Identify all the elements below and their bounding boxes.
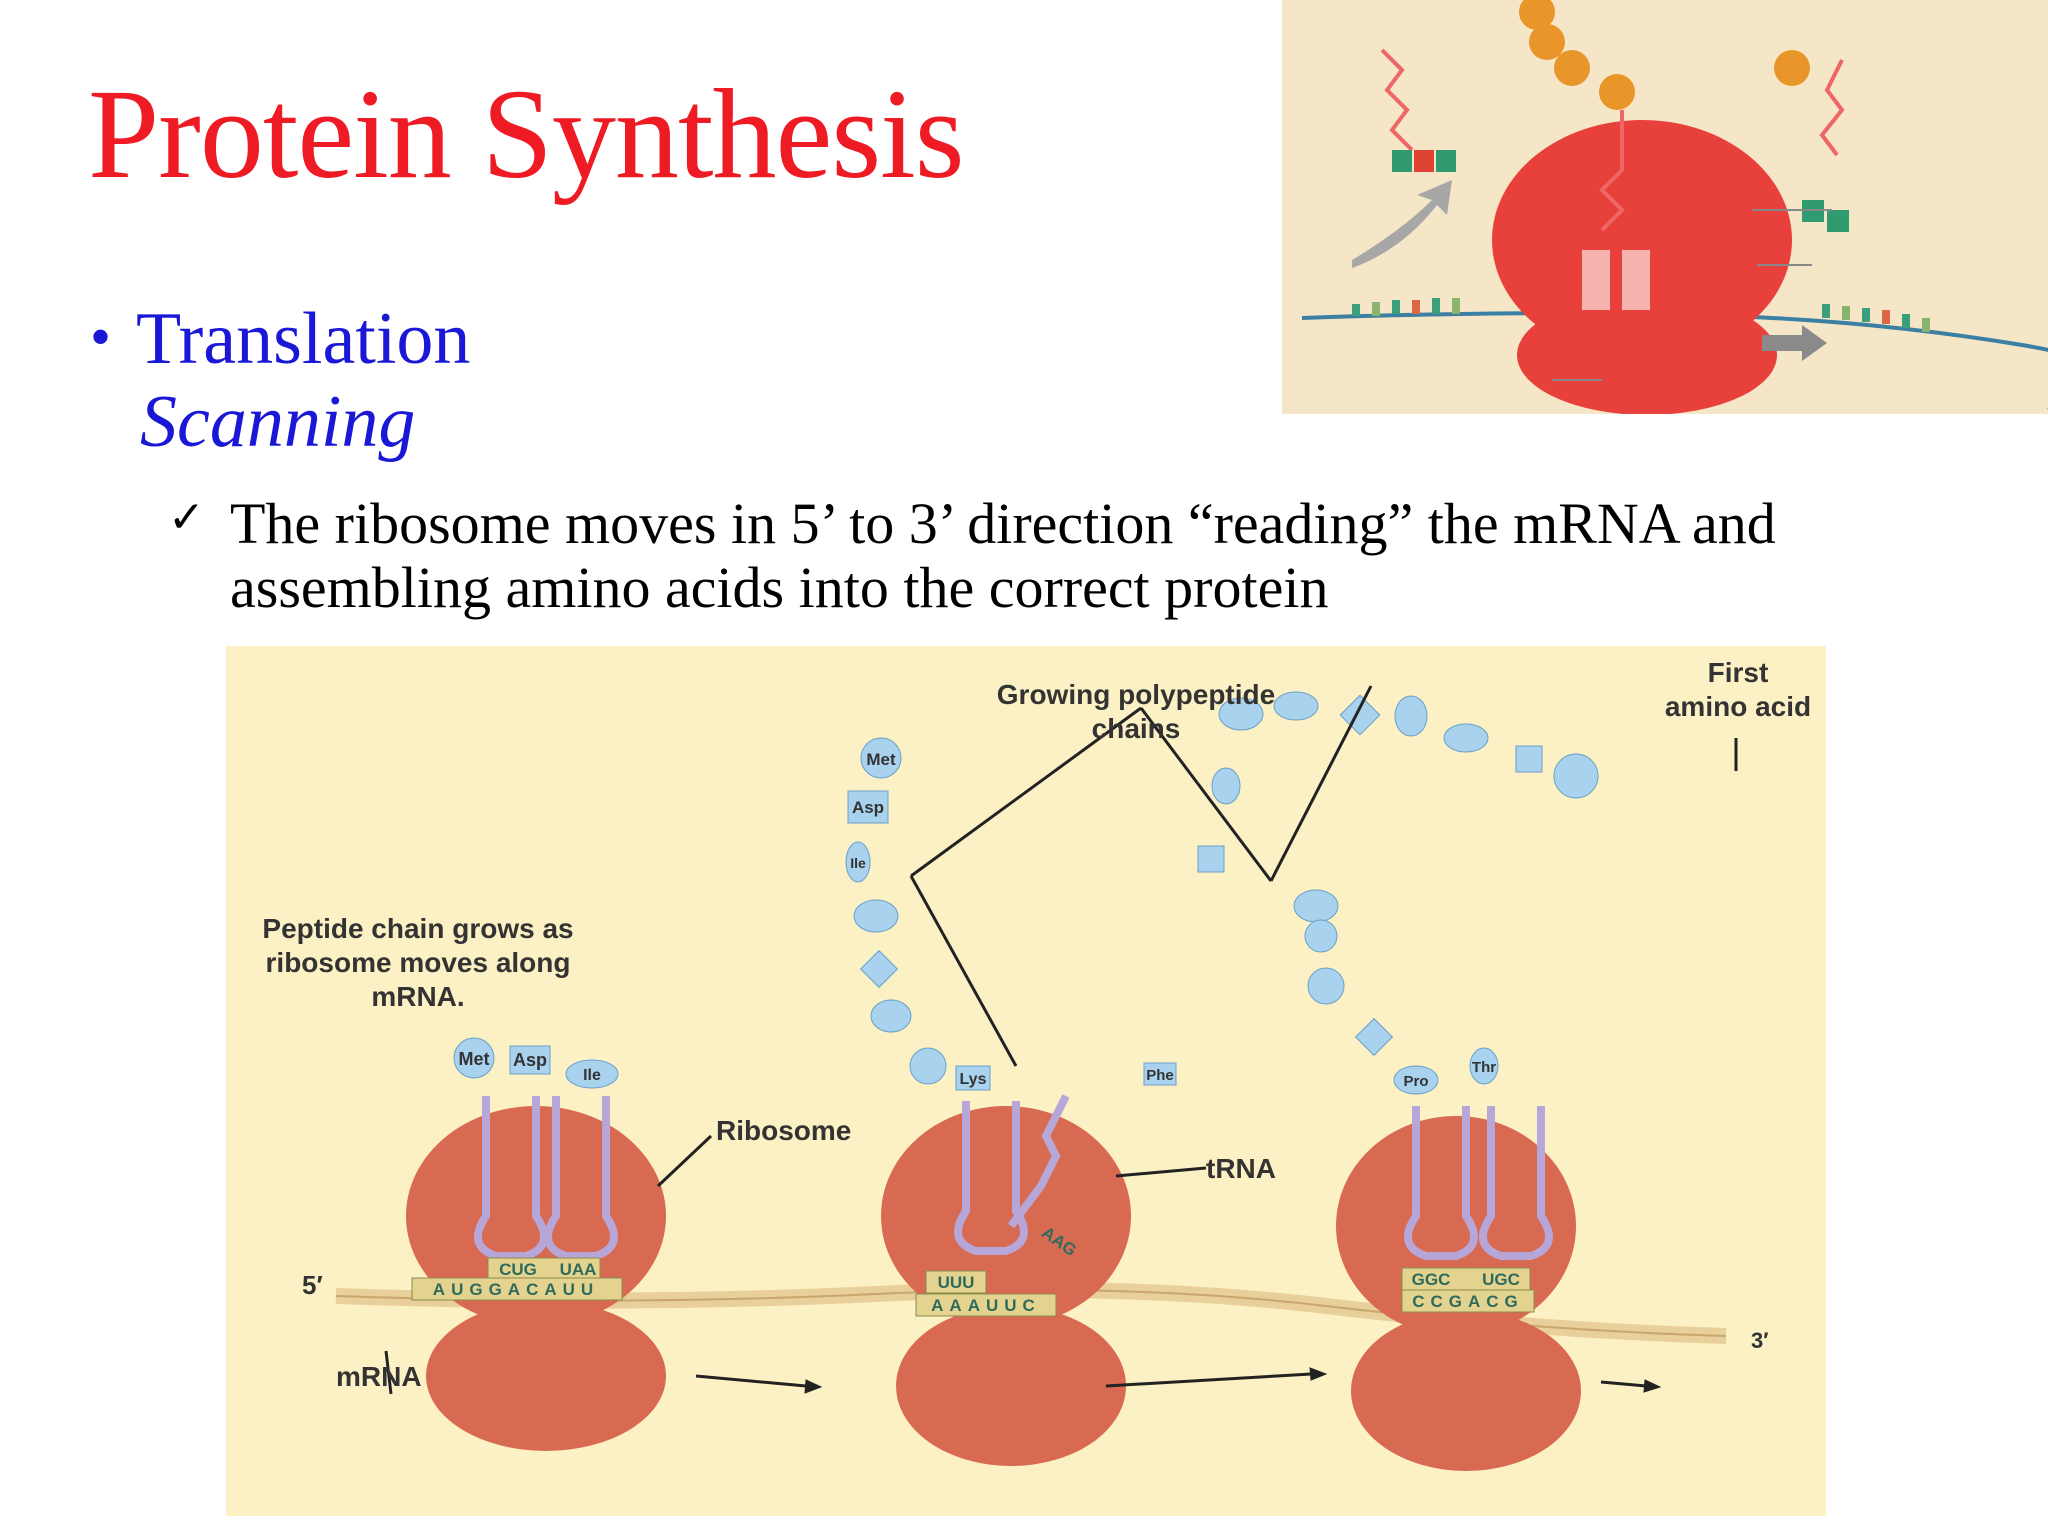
check-mark-icon: ✓: [168, 492, 205, 543]
aa-pro-3: Pro: [1403, 1073, 1428, 1090]
inset-trna-site-b: [1622, 250, 1650, 310]
callout-ribosome: [656, 1134, 713, 1188]
callout-growing-right-up: [1269, 685, 1373, 882]
translation-diagram: Growing polypeptide chains First amino a…: [226, 646, 1826, 1516]
callout-growing-left-down: [909, 875, 1018, 1067]
ribosome-2-small-subunit: [896, 1306, 1126, 1466]
bullet-text: Translation: [136, 298, 471, 380]
check-text: The ribosome moves in 5’ to 3’ direction…: [230, 491, 1776, 620]
amino-acid: [1515, 745, 1543, 773]
amino-acid: [1307, 967, 1345, 1005]
inset-trna-right: [1819, 59, 1845, 157]
amino-acid-labels: Met Asp Ile Met Asp Ile Lys Phe Pro Thr: [453, 737, 1499, 1095]
amino-acid: [859, 949, 899, 989]
direction-arrows: [695, 1367, 1662, 1394]
amino-acid: [1218, 697, 1264, 731]
aa-ile-1: Ile: [583, 1067, 601, 1084]
ribosome-3-small-subunit: [1351, 1311, 1581, 1471]
inset-amino-acid: [1774, 50, 1810, 86]
ribosome-1: [406, 1096, 666, 1451]
amino-acid: [1304, 919, 1338, 953]
bullet-marker: •: [90, 304, 112, 370]
amino-acid: [1354, 1017, 1394, 1057]
inset-codon-ticks: [1352, 298, 1930, 332]
aa-asp-1: Asp: [513, 1050, 547, 1070]
ribosome-2-large-subunit: [881, 1106, 1131, 1326]
aa-asp-2: Asp: [852, 798, 884, 817]
bullet-translation: •Translation: [90, 302, 470, 376]
label-peptide-1: Peptide chain grows as: [262, 913, 573, 944]
amino-acid: [1211, 767, 1241, 805]
label-ribosome: Ribosome: [716, 1115, 851, 1146]
aa-phe-2: Phe: [1146, 1067, 1174, 1084]
aa-met-2: Met: [866, 750, 896, 769]
label-three-prime: 3′: [1751, 1328, 1769, 1353]
amino-acid: [1394, 695, 1428, 737]
label-first-amino-acid-1: First: [1708, 657, 1769, 688]
inset-translation-illustration: [1282, 0, 2048, 414]
inset-trna-site-a: [1582, 250, 1610, 310]
inset-ribosome-small: [1517, 295, 1777, 414]
label-five-prime: 5′: [302, 1270, 323, 1300]
anticodon-1a: CUG: [499, 1260, 537, 1279]
amino-acid: [870, 999, 912, 1033]
label-trna: tRNA: [1206, 1153, 1276, 1184]
anticodon-1b: UAA: [560, 1260, 597, 1279]
inset-trna-left: [1380, 48, 1414, 152]
ribosome-1-small-subunit: [426, 1301, 666, 1451]
inset-amino-acid: [1519, 0, 1555, 30]
mrna-codons-3: CCGACG: [1412, 1292, 1524, 1311]
ribosome-2: [881, 1094, 1131, 1466]
mrna-codons-1: AUGGACAUU: [433, 1280, 599, 1299]
inset-amino-acid: [1529, 24, 1565, 60]
label-peptide-2: ribosome moves along: [266, 947, 571, 978]
amino-acid: [1197, 845, 1225, 873]
slide-title: Protein Synthesis: [88, 63, 964, 205]
callout-mrna: [384, 1350, 393, 1395]
anticodon-3b: UGC: [1482, 1270, 1520, 1289]
callout-trna: [1115, 1166, 1207, 1178]
amino-acid: [1443, 723, 1489, 753]
anticodon-2: UUU: [938, 1273, 975, 1292]
amino-acid: [1553, 753, 1599, 799]
label-mrna: mRNA: [336, 1361, 422, 1392]
aa-lys-2: Lys: [960, 1071, 987, 1088]
inset-ribosome-large: [1492, 120, 1792, 360]
amino-acid: [909, 1047, 947, 1085]
label-growing-polypeptide-2: chains: [1092, 713, 1181, 744]
amino-acid: [853, 899, 899, 933]
inset-amino-acid: [1599, 74, 1635, 110]
sub-heading-scanning: Scanning: [140, 381, 416, 463]
inset-amino-acid: [1554, 50, 1590, 86]
aa-thr-3: Thr: [1472, 1059, 1496, 1076]
inset-mrna-strand: [1301, 311, 2048, 410]
anticodon-3a: GGC: [1412, 1270, 1451, 1289]
codon-strips: CUG UAA AUGGACAUU UUU AAG AAAUUC GGC UGC…: [411, 1223, 1535, 1317]
aa-ile-2: Ile: [850, 855, 866, 871]
mrna-codons-2: AAAUUC: [931, 1296, 1041, 1315]
aa-met-1: Met: [459, 1049, 490, 1069]
amino-acid: [1293, 889, 1339, 923]
label-growing-polypeptide-1: Growing polypeptide: [997, 679, 1275, 710]
inset-arrow-exit: [1352, 180, 1452, 268]
callout-growing-right: [1139, 707, 1273, 882]
label-peptide-3: mRNA.: [371, 981, 464, 1012]
polypeptide-chain-2: [853, 899, 947, 1085]
label-first-amino-acid-2: amino acid: [1665, 691, 1811, 722]
inset-trna-center: [1599, 110, 1625, 232]
callout-growing-left: [910, 706, 1142, 878]
inset-arrow-forward: [1762, 325, 1827, 361]
amino-acid: [1273, 691, 1319, 721]
